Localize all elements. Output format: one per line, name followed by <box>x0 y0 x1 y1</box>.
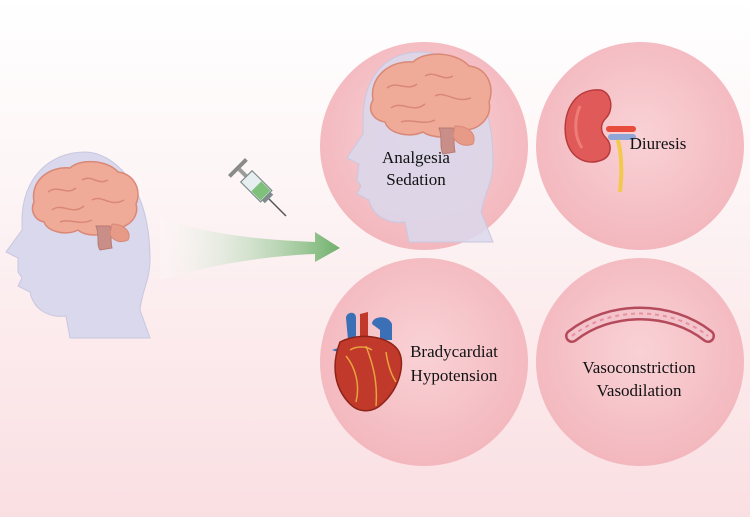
label-diuresis: Diuresis <box>629 134 687 153</box>
heart-icon <box>332 312 403 412</box>
effect-circle-vessel <box>536 258 744 466</box>
label-analgesia: Analgesia <box>382 148 450 167</box>
label-hypotension: Hypotension <box>410 366 498 385</box>
head-brain-icon <box>346 51 494 243</box>
label-sedation: Sedation <box>386 170 446 189</box>
label-vasoconstriction: Vasoconstriction <box>582 358 696 377</box>
arrow-icon <box>160 218 340 280</box>
label-bradycardia: Bradycardiat <box>410 342 498 361</box>
syringe-icon <box>228 158 287 217</box>
brain-icon <box>31 160 139 251</box>
label-vasodilation: Vasodilation <box>596 381 682 400</box>
head-brain-icon <box>5 151 151 339</box>
blood-vessel-icon <box>565 306 715 343</box>
kidney-icon <box>564 89 636 193</box>
